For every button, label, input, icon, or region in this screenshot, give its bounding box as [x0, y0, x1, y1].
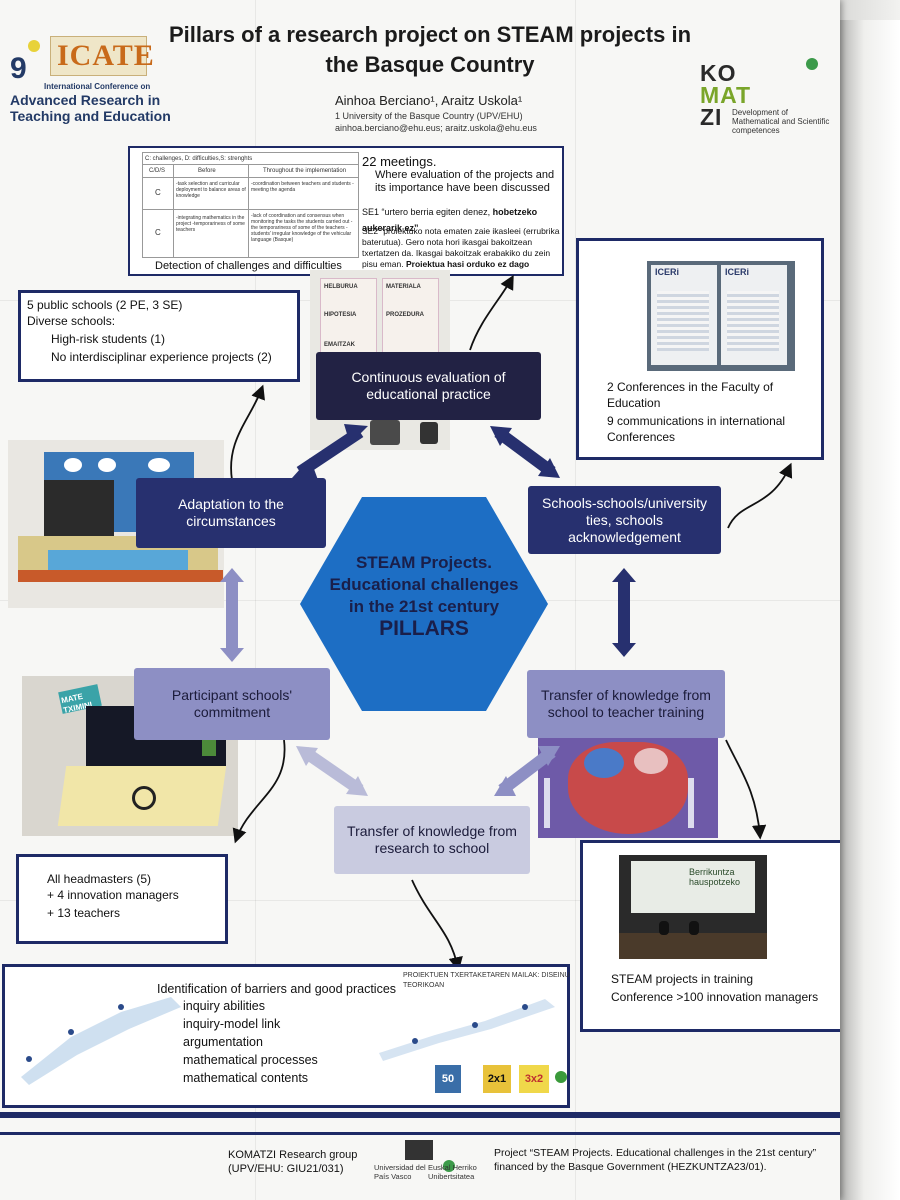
pillar-transfer-teacher-training: Transfer of knowledge from school to tea…: [527, 670, 725, 738]
curved-arrow-icon: [725, 739, 767, 840]
poster-title: Pillars of a research project on STEAM p…: [168, 22, 692, 77]
conference-name: Advanced Research in Teaching and Educat…: [10, 92, 171, 124]
double-arrow-icon: [612, 568, 636, 657]
iceri-poster-photo: ICERi ICERi: [647, 261, 795, 371]
footer-divider: [0, 1132, 840, 1135]
badge-50: 50: [435, 1065, 461, 1093]
badge-2x1: 2x1: [483, 1065, 511, 1093]
university-logo-icon: [405, 1140, 433, 1160]
curved-arrow-icon: [230, 384, 265, 481]
conference-number: 9: [10, 52, 27, 85]
pillar-schools-ties: Schools-schools/university ties, schools…: [528, 486, 721, 554]
icate-logo: ICATE: [50, 36, 154, 76]
headmasters-box: All headmasters (5) + 4 innovation manag…: [16, 854, 228, 944]
training-box: Berrikuntza hauspotzeko STEAM projects i…: [580, 840, 840, 1032]
pillar-adaptation: Adaptation to the circumstances: [136, 478, 326, 548]
footer-project: Project “STEAM Projects. Educational cha…: [494, 1147, 817, 1173]
arrows-layer: [220, 274, 793, 972]
barrier-item: inquiry abilities: [183, 999, 265, 1013]
double-arrow-icon: [296, 746, 368, 796]
fold-line: [575, 0, 576, 1200]
conferences-box: ICERi ICERi 2 Conferences in the Faculty…: [576, 238, 824, 460]
footer-university-eu: Euskal Herriko Unibertsitatea: [428, 1163, 477, 1181]
barrier-item: mathematical contents: [183, 1071, 309, 1085]
se1-quote: SE1 “urtero berria egiten denez, hobetze…: [362, 207, 538, 233]
footer-divider: [0, 1112, 840, 1118]
double-arrow-icon: [494, 746, 560, 796]
barrier-item: mathematical processes: [183, 1053, 318, 1067]
poster: 9 ICATE International Conference on Adva…: [0, 0, 840, 1200]
pillar-transfer-research: Transfer of knowledge from research to s…: [334, 806, 530, 874]
board-edge: [840, 20, 900, 1200]
fold-line: [255, 0, 256, 1200]
pillar-continuous-evaluation: Continuous evaluation of educational pra…: [316, 352, 541, 420]
levels-diagram: [379, 999, 555, 1061]
curved-arrow-icon: [232, 739, 286, 844]
meetings-count: 22 meetings.: [362, 154, 437, 169]
barriers-heading: Identification of barriers and good prac…: [157, 982, 397, 996]
challenges-table: C: challenges, D: difficulties,S: streng…: [142, 152, 359, 258]
double-arrow-icon: [490, 426, 560, 478]
green-pin-icon: [443, 1160, 455, 1172]
challenges-box: C: challenges, D: difficulties,S: streng…: [128, 146, 564, 280]
affiliation: 1 University of the Basque Country (UPV/…: [335, 111, 537, 133]
curved-arrow-icon: [411, 879, 463, 972]
barriers-box: Identification of barriers and good prac…: [2, 964, 570, 1108]
badge-3x2: 3x2: [519, 1065, 549, 1093]
footer-group: KOMATZI Research group (UPV/EHU: GIU21/0…: [228, 1149, 358, 1175]
training-conference-photo: Berrikuntza hauspotzeko: [619, 855, 767, 959]
fold-line: [0, 900, 840, 901]
check-icon: [555, 1071, 567, 1083]
yellow-pin-icon: [28, 40, 40, 52]
center-hexagon: [300, 497, 548, 711]
komatzi-logo: KO MAT ZI Development of Mathematical an…: [700, 60, 830, 136]
conference-subtitle: International Conference on: [44, 82, 151, 91]
green-pin-icon: [806, 58, 818, 70]
curved-arrow-icon: [727, 462, 793, 529]
curved-arrow-icon: [469, 274, 514, 351]
double-arrow-icon: [220, 568, 244, 662]
schools-box: 5 public schools (2 PE, 3 SE) Diverse sc…: [18, 290, 300, 382]
barrier-item: argumentation: [183, 1035, 263, 1049]
heart-model-photo: [538, 738, 718, 838]
meetings-desc: Where evaluation of the projects and its…: [375, 169, 555, 194]
footer-university-es: Universidad del País Vasco: [374, 1163, 426, 1181]
center-title: STEAM Projects. Educational challenges i…: [329, 553, 519, 640]
authors: Ainhoa Berciano¹, Araitz Uskola¹: [335, 93, 523, 108]
challenges-caption: Detection of challenges and difficulties: [155, 260, 342, 272]
levels-diagram-title: PROIEKTUEN TXERTAKETAREN MAILAK: DISEINU…: [403, 972, 570, 989]
inquiry-diagram: [21, 997, 181, 1085]
barrier-item: inquiry-model link: [183, 1017, 281, 1031]
double-arrow-icon: [292, 424, 368, 480]
pillar-participant-schools: Participant schools' commitment: [134, 668, 330, 740]
